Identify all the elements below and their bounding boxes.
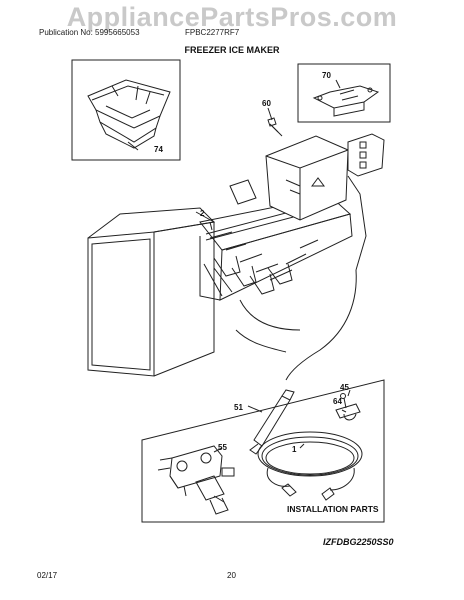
footer-date: 02/17 xyxy=(37,571,58,580)
callout-55: 55 xyxy=(218,443,227,452)
model-number: FPBC2277RF7 xyxy=(185,28,240,37)
callout-64: 64 xyxy=(333,397,342,406)
clamp-drawing xyxy=(335,393,361,421)
callout-60: 60 xyxy=(262,99,271,108)
section-title: FREEZER ICE MAKER xyxy=(184,45,280,55)
callout-45: 45 xyxy=(340,383,349,392)
callout-70: 70 xyxy=(322,71,331,80)
installation-parts-label: INSTALLATION PARTS xyxy=(287,504,379,514)
ice-maker-drawing xyxy=(87,133,385,381)
water-line-drawing xyxy=(257,431,363,501)
watermark: AppliancePartsPros.com xyxy=(66,2,398,32)
screw-drawing xyxy=(267,117,283,137)
bracket-drawing xyxy=(312,85,380,117)
publication-number: Publication No: 5995665053 xyxy=(39,28,140,37)
callout-74: 74 xyxy=(154,145,163,154)
ice-bucket-inset xyxy=(71,59,181,161)
callout-2: 2 xyxy=(200,209,205,218)
page-number: 20 xyxy=(227,571,236,580)
ice-bucket-drawing xyxy=(87,79,171,149)
diagram-code: IZFDBG2250SS0 xyxy=(323,537,394,547)
water-valve-drawing xyxy=(157,445,235,515)
callout-51: 51 xyxy=(234,403,243,412)
callout-1: 1 xyxy=(292,445,297,454)
